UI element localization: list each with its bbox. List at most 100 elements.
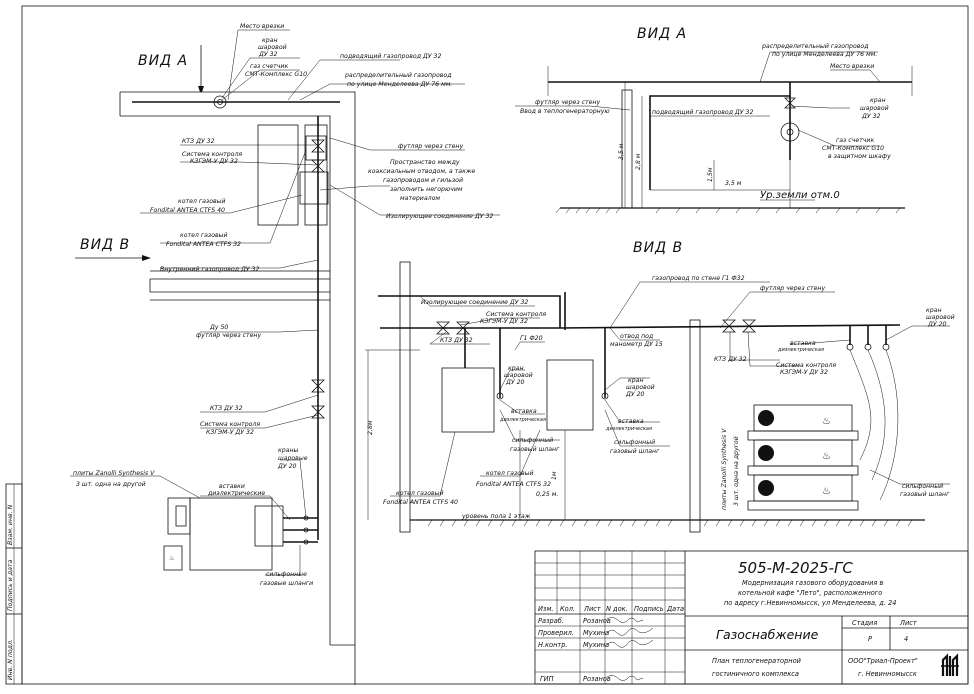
- tb-desc-1: Модернизация газового оборудования в: [742, 579, 883, 587]
- left-plan: ВИД А ВИД В: [70, 23, 500, 685]
- left-mesto-vrezki: Место врезки: [240, 23, 284, 30]
- view-a-supply: [649, 82, 791, 190]
- vb-kran-far2: шаровой: [926, 314, 955, 321]
- left-prostr-3: газопроводом и гильзой: [383, 177, 463, 184]
- va-kran-2: шаровой: [860, 105, 889, 112]
- vb-kotel40-1: котел газовый: [396, 490, 444, 497]
- gas-meter-symbol: [213, 95, 227, 109]
- vb-silf-l2: газовый шланг: [510, 446, 560, 453]
- vb-boiler-32: [546, 359, 594, 431]
- left-raspr-2: по улице Менделеева ДУ 76 мм.: [347, 81, 452, 88]
- stove-branches: [283, 517, 318, 543]
- stove-plan: [167, 497, 191, 535]
- va-dim-35b: 3,5 м: [725, 180, 742, 187]
- tb-col-kol: Кол.: [560, 605, 575, 613]
- signature-4: [606, 675, 644, 681]
- left-sist2-1: Система контроля: [200, 421, 260, 428]
- view-a-valve: [784, 97, 796, 109]
- vb-vst-r2: диэлектрическая: [605, 426, 652, 432]
- left-sist-2: КЗГЭМ-У ДУ 32: [190, 158, 238, 165]
- left-ktz-mid: КТЗ ДУ 32: [210, 405, 243, 412]
- va-ground: Ур.земли отм.0: [760, 190, 840, 201]
- va-podv: подводящий газопровод ДУ 32: [652, 109, 753, 116]
- tb-code: 505-М-2025-ГС: [738, 559, 853, 577]
- tb-row1-role: Проверил.: [538, 629, 574, 637]
- vb-silf-r1: сильфонный: [614, 439, 655, 446]
- tb-desc-2: котельной кафе "Лето", расположенного: [738, 589, 882, 597]
- vb-gaz-stena: газопровод по стене Г1 Ф32: [652, 275, 745, 282]
- va-raspr-1: распределительный газопровод: [761, 43, 868, 50]
- left-kotel1-1: котел газовый: [178, 198, 226, 205]
- inner-wall: [120, 115, 331, 645]
- va-kran-1: кран: [870, 97, 886, 104]
- vb-sist2-2: КЗГЭМ-У ДУ 32: [780, 369, 828, 376]
- left-kran-3: ДУ 32: [258, 51, 278, 58]
- left-krany-1: краны: [278, 447, 299, 454]
- title-block: Изм. Кол. Лист N док. Подпись Дата Разра…: [534, 550, 969, 685]
- tb-col-izm: Изм.: [538, 605, 554, 613]
- left-kran-1: кран: [262, 37, 278, 44]
- fire-icon-1: ♨: [822, 416, 831, 427]
- vb-kotel32-2: Fondital ANTEA CTFS 32: [476, 480, 551, 488]
- vb-wall-left: [399, 261, 411, 533]
- vb-vst-l1: вставка: [511, 408, 537, 415]
- tb-org-1: ООО"Триал-Проект": [848, 657, 918, 665]
- vb-silf-l1: сильфонный: [512, 437, 553, 444]
- vb-kran-far1: кран: [926, 307, 942, 314]
- vb-vst-r1: вставка: [618, 418, 644, 425]
- vb-kran-l2: шаровой: [504, 372, 533, 379]
- left-prostr-2: коаксиальным отводом, а также: [368, 168, 475, 175]
- va-dim-28: 2,8 м: [635, 153, 642, 170]
- vb-dim-28: 2,8м: [367, 420, 374, 435]
- vb-otvod-1: отвод под: [620, 333, 653, 340]
- left-plity-1: плиты Zanolli Synthesis V: [73, 469, 155, 477]
- va-vvod: Ввод в теплогенераторную: [520, 108, 610, 115]
- fire-icon-2: ♨: [822, 451, 831, 462]
- tb-list-h: Лист: [899, 619, 917, 627]
- left-vstavki-1: вставки: [219, 483, 245, 490]
- sheet-frame: [21, 5, 969, 685]
- vb-silf-r2: газовый шланг: [610, 448, 660, 455]
- vb-otvod-2: манометр ДУ 15: [610, 341, 663, 348]
- vb-kran-l1: кран: [508, 365, 524, 372]
- left-plity-2: 3 шт. одна на другой: [76, 481, 146, 488]
- left-prostr-1: Пространство между: [390, 159, 460, 166]
- va-futl: футляр через стену: [535, 99, 600, 106]
- left-prostr-5: материалом: [400, 195, 440, 202]
- va-raspr-2: по улице Менделеева ДУ 76 мм.: [772, 51, 877, 58]
- va-sch-3: в защитном шкафу: [828, 153, 891, 160]
- tb-row0-name: Розанов: [583, 617, 611, 625]
- left-du50: Ду 50: [209, 324, 228, 331]
- tb-stadia-h: Стадия: [852, 619, 877, 627]
- left-kotel2-2: Fondital ANTEA CTFS 32: [166, 240, 241, 248]
- vb-flue: [378, 295, 561, 328]
- vb-dim-1m: 1м: [551, 471, 558, 480]
- ktz-valve-mid: [311, 379, 325, 393]
- left-podv-gaz: подводящий газопровод ДУ 32: [340, 53, 441, 60]
- vb-futl: футляр через стену: [760, 285, 825, 292]
- org-logo: [941, 653, 959, 678]
- left-futlyar: футляр через стену: [398, 143, 463, 150]
- left-sist2-2: КЗГЭМ-У ДУ 32: [206, 429, 254, 436]
- side-podpis: Подпись и дата: [7, 560, 14, 611]
- vb-boiler-40: [441, 367, 495, 433]
- left-vnutr: Внутренний газопровод ДУ 32: [160, 266, 259, 273]
- vb-wall-right: [689, 319, 701, 533]
- tb-gip-name: Розанов: [583, 675, 611, 683]
- vb-silf-far2: газовый шланг: [900, 491, 950, 498]
- signature-1: [606, 617, 644, 623]
- left-futlyar2: футляр через стену: [196, 332, 261, 339]
- left-ktz-top: КТЗ ДУ 32: [182, 138, 215, 145]
- tb-row1-name: Мухина: [583, 629, 609, 637]
- vb-sist2-1: Система контроля: [776, 362, 836, 369]
- va-sch-1: газ счетчик: [836, 137, 874, 144]
- view-a-meter: [780, 122, 800, 142]
- vb-sist-1: Система контроля: [486, 311, 546, 318]
- left-izol: Изолирующее соединение ДУ 32: [386, 213, 493, 220]
- va-kran-3: ДУ 32: [861, 113, 881, 120]
- vb-floor-label: уровень пола 1 этаж: [461, 513, 531, 520]
- left-krany-2: шаровые: [278, 455, 308, 462]
- vb-dim-025: 0,25 м.: [536, 491, 558, 498]
- left-silf-2: газовые шланги: [260, 580, 313, 587]
- left-silf-1: сильфонные: [266, 571, 307, 578]
